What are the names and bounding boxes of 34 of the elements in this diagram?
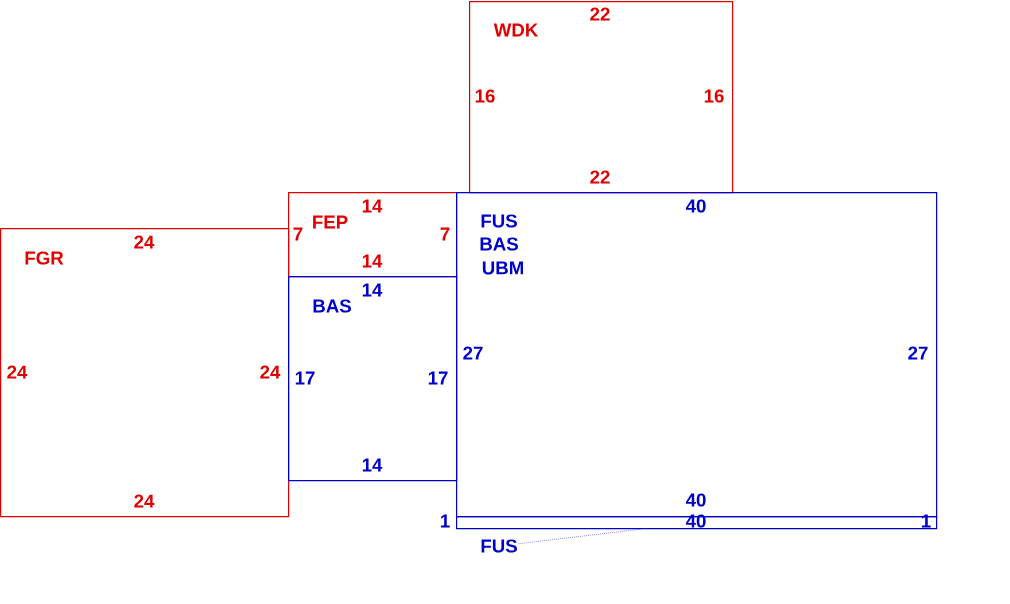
dimension-label: 27 <box>908 346 928 360</box>
room-name: BAS <box>313 299 351 313</box>
dimension-label: 22 <box>590 7 610 21</box>
dimension-label: 24 <box>134 235 155 249</box>
dimension-label: 24 <box>260 365 281 379</box>
leader-line <box>518 528 642 545</box>
dimension-label: 17 <box>295 371 315 385</box>
room-outline <box>456 516 938 530</box>
dimension-label: 14 <box>362 458 383 472</box>
dimension-label: 7 <box>440 227 450 241</box>
room-outline <box>469 1 734 194</box>
room-name: BAS <box>480 237 518 251</box>
dimension-label: 1 <box>441 514 450 528</box>
room-outline <box>0 228 290 518</box>
dimension-label: 7 <box>293 227 303 241</box>
room-name: UBM <box>482 261 523 275</box>
dimension-label: 14 <box>362 254 383 268</box>
dimension-label: 16 <box>704 89 724 103</box>
room-name: FGR <box>25 251 64 265</box>
room-name: FUS <box>481 214 517 228</box>
dimension-label: 24 <box>7 365 28 379</box>
dimension-label: 14 <box>362 199 383 213</box>
dimension-label: 40 <box>685 493 706 507</box>
dimension-label: 14 <box>362 283 383 297</box>
dimension-label: 40 <box>685 199 706 213</box>
dimension-label: 22 <box>590 170 610 184</box>
room-outline <box>288 276 458 482</box>
dimension-label: 27 <box>463 346 483 360</box>
dimension-label: 17 <box>428 371 448 385</box>
room-name: FEP <box>313 215 348 229</box>
room-name: WDK <box>493 23 539 37</box>
dimension-label: 16 <box>475 89 495 103</box>
dimension-label: 24 <box>134 494 155 508</box>
room-name: FUS <box>481 539 517 553</box>
